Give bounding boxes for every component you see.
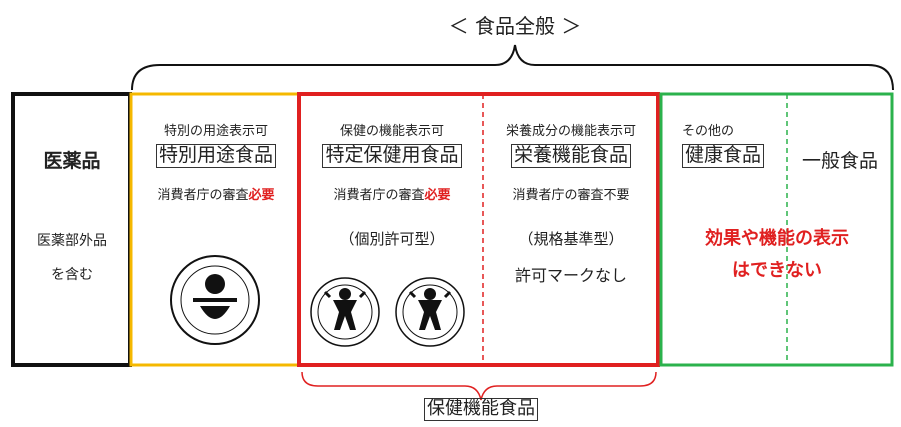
fosHU-name: 特定保健用食品 <box>322 144 462 168</box>
fosHU-heading: 保健の機能表示可 <box>339 124 444 139</box>
fnfc-name: 栄養機能食品 <box>510 144 631 168</box>
top-title: ＜ 食品全般 ＞ <box>448 14 582 38</box>
fnfc-heading: 栄養成分の機能表示可 <box>505 124 636 139</box>
bottom-brace <box>301 371 657 401</box>
fosHU-fnfc-box <box>297 92 660 367</box>
special-use-review-prefix: 消費者庁の審査 <box>157 188 249 203</box>
fosHU-name-wrap: 特定保健用食品 <box>303 144 481 168</box>
drugs-note-line2: を含む <box>51 267 93 283</box>
other-box <box>659 92 894 367</box>
fnfc-no-mark: 許可マークなし <box>514 266 627 285</box>
special-use-heading: 特別の用途表示可 <box>163 124 268 139</box>
special-use-review: 消費者庁の審査必要 <box>136 184 296 203</box>
other-name-wrap: 健康食品 <box>682 144 786 168</box>
no-claim-line2: はできない <box>732 260 822 281</box>
fnfc-review: 消費者庁の審査不要 <box>512 188 630 203</box>
drugs-title: 医薬品 <box>43 150 101 172</box>
drugs-note-line1: 医薬部外品 <box>37 233 107 249</box>
other-name: 健康食品 <box>682 144 765 168</box>
other-heading: その他の <box>682 124 735 139</box>
special-use-review-emph: 必要 <box>248 188 275 203</box>
special-use-name-wrap: 特別用途食品 <box>136 144 296 168</box>
fosHU-review-emph: 必要 <box>424 188 451 203</box>
top-brace <box>131 44 894 91</box>
fnfc-type: （規格基準型） <box>518 230 624 248</box>
general-food-label: 一般食品 <box>801 150 878 172</box>
fnfc-name-wrap: 栄養機能食品 <box>485 144 657 168</box>
bottom-label-wrap: 保健機能食品 <box>380 398 582 421</box>
fosHU-type: （個別許可型） <box>339 230 445 248</box>
bottom-label: 保健機能食品 <box>424 398 538 421</box>
fosHU-review-prefix: 消費者庁の審査 <box>333 188 425 203</box>
no-claim-line1: 効果や機能の表示 <box>705 228 849 249</box>
fosHU-review: 消費者庁の審査必要 <box>303 184 481 203</box>
special-use-name: 特別用途食品 <box>155 144 276 168</box>
